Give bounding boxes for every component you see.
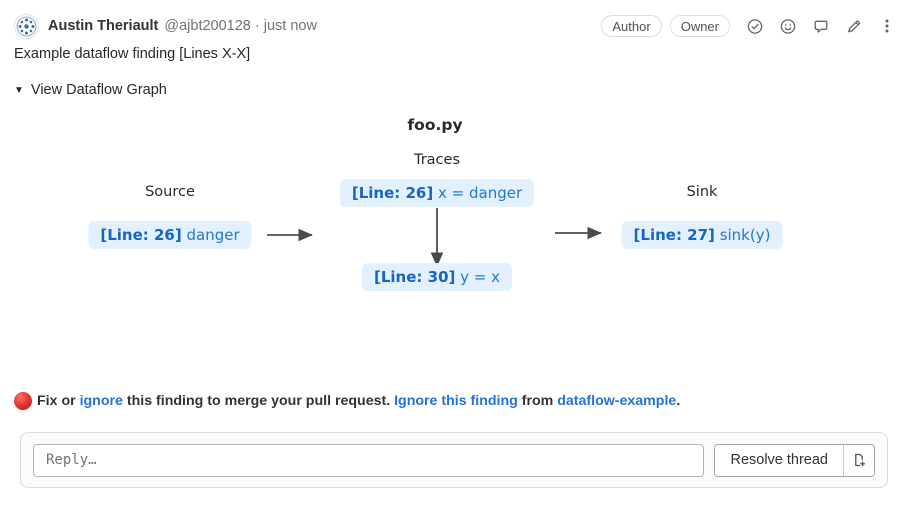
resolve-thread-button[interactable]: Resolve thread — [715, 444, 843, 476]
finding-prefix: Fix or — [37, 393, 80, 409]
red-circle-icon — [14, 392, 32, 410]
dataflow-graph: foo.py Traces Source Sink [Line: 26] dan… — [0, 110, 907, 310]
avatar-pattern — [16, 16, 37, 36]
author-name[interactable]: Austin Theriault — [48, 18, 159, 34]
trace-node-1[interactable]: [Line: 26] x = danger — [339, 179, 535, 207]
view-dataflow-graph-toggle[interactable]: ▼ View Dataflow Graph — [14, 82, 167, 98]
sink-node-line: [Line: 27] — [633, 226, 715, 244]
finding-from: from — [517, 393, 558, 409]
resolve-check-icon[interactable] — [747, 18, 763, 34]
source-column-label: Source — [145, 184, 195, 200]
toggle-label: View Dataflow Graph — [30, 82, 167, 98]
repo-link[interactable]: dataflow-example — [557, 393, 677, 409]
trace-node-2[interactable]: [Line: 30] y = x — [362, 263, 512, 291]
author-badge: Author — [601, 15, 662, 37]
reply-input[interactable] — [33, 443, 705, 477]
trace-node-2-code: y = x — [460, 268, 500, 286]
ignore-link[interactable]: ignore — [79, 393, 123, 409]
trace-node-2-line: [Line: 30] — [374, 268, 456, 286]
finding-period: . — [676, 393, 681, 409]
trace-node-1-line: [Line: 26] — [351, 184, 434, 202]
avatar[interactable] — [14, 13, 39, 39]
graph-file-title: foo.py — [407, 116, 463, 134]
source-node-code: danger — [186, 226, 240, 244]
create-issue-from-thread-icon[interactable] — [843, 444, 874, 476]
finding-middle: this finding to merge your pull request. — [122, 393, 395, 409]
finding-status-line: Fix or ignore this finding to merge your… — [14, 392, 680, 410]
emoji-reaction-icon[interactable] — [780, 18, 796, 34]
owner-badge: Owner — [669, 15, 730, 37]
resolve-button-group: Resolve thread — [714, 443, 875, 477]
source-node-line: [Line: 26] — [100, 226, 182, 244]
source-node[interactable]: [Line: 26] danger — [88, 221, 252, 249]
collapse-triangle-icon: ▼ — [14, 84, 24, 96]
ignore-this-finding-link[interactable]: Ignore this finding — [394, 393, 518, 409]
author-handle-timestamp: @ajbt200128 · just now — [164, 18, 317, 34]
sink-node-code: sink(y) — [719, 226, 771, 244]
edit-pencil-icon[interactable] — [846, 18, 862, 34]
comment-icon[interactable] — [813, 18, 829, 34]
sink-node[interactable]: [Line: 27] sink(y) — [621, 221, 783, 249]
more-options-icon[interactable] — [879, 18, 895, 34]
comment-body-text: Example dataflow finding [Lines X-X] — [14, 46, 251, 62]
trace-node-1-code: x = danger — [438, 184, 523, 202]
reply-bar: Resolve thread — [20, 432, 888, 488]
comment-header: Austin Theriault @ajbt200128 · just now … — [14, 12, 895, 40]
traces-column-label: Traces — [413, 152, 461, 168]
sink-column-label: Sink — [686, 184, 718, 200]
